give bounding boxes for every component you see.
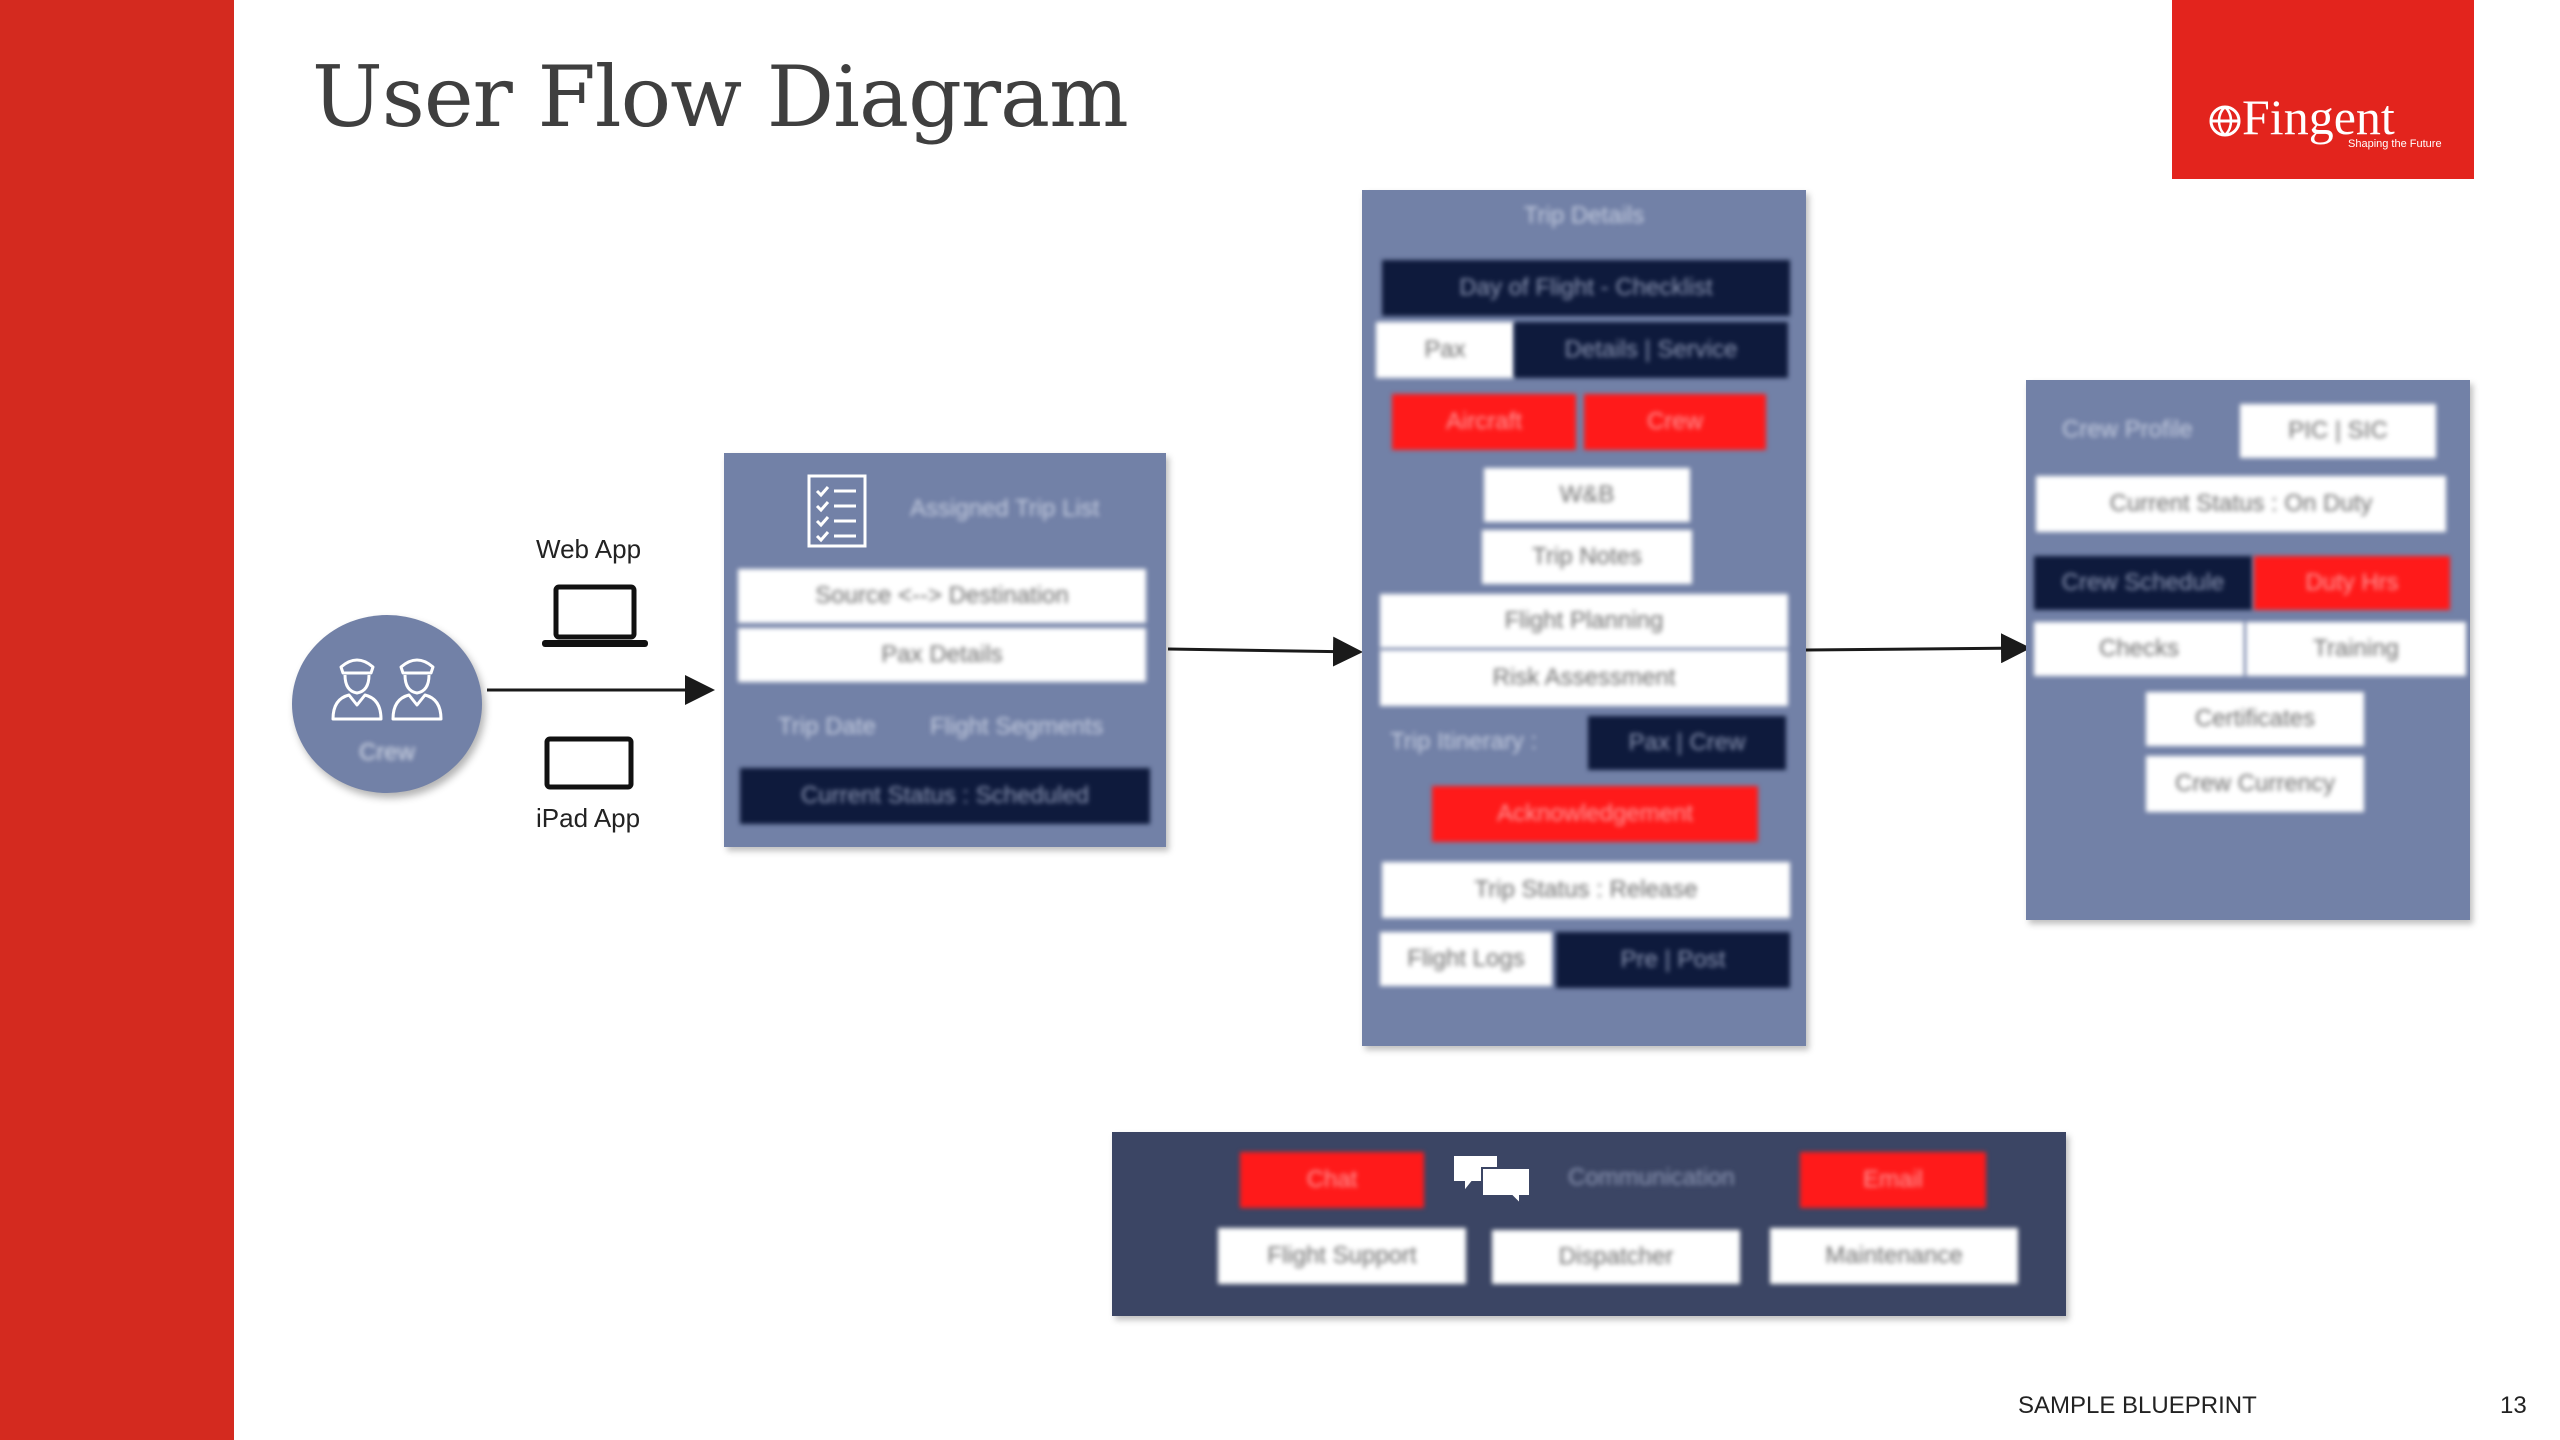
web-app-label: Web App bbox=[536, 534, 642, 564]
sidebar-bar bbox=[0, 0, 234, 1440]
trip-itinerary-text: Trip Itinerary : bbox=[1390, 728, 1538, 755]
certificates-chip[interactable]: Certificates bbox=[2146, 692, 2364, 746]
pre-post-chip[interactable]: Pre | Post bbox=[1556, 932, 1790, 988]
pax-details-chip[interactable]: Pax Details bbox=[738, 628, 1146, 682]
flight-segments-text: Flight Segments bbox=[930, 713, 1104, 740]
risk-assessment-chip[interactable]: Risk Assessment bbox=[1380, 650, 1788, 706]
footer-label: SAMPLE BLUEPRINT bbox=[2018, 1392, 2257, 1419]
chat-chip[interactable]: Chat bbox=[1240, 1152, 1424, 1208]
details-service-chip[interactable]: Details | Service bbox=[1514, 322, 1788, 378]
laptop-icon bbox=[542, 584, 648, 647]
crew-node: Crew bbox=[292, 615, 482, 793]
flight-logs-chip[interactable]: Flight Logs bbox=[1380, 932, 1552, 986]
crew-chip[interactable]: Crew bbox=[1584, 394, 1766, 450]
crew-currency-chip[interactable]: Crew Currency bbox=[2146, 756, 2364, 812]
page-number: 13 bbox=[2500, 1392, 2527, 1419]
pax-crew-chip[interactable]: Pax | Crew bbox=[1588, 716, 1786, 770]
pilots-icon bbox=[331, 658, 443, 721]
current-status-chip: Current Status : Scheduled bbox=[740, 768, 1150, 824]
slide-title: User Flow Diagram bbox=[312, 48, 1129, 146]
dispatcher-chip[interactable]: Dispatcher bbox=[1492, 1230, 1740, 1284]
communication-panel: Chat Communication Email Flight Support … bbox=[1112, 1132, 2066, 1316]
trip-details-panel: Trip Details Day of Flight - Checklist P… bbox=[1362, 190, 1806, 1046]
crew-label: Crew bbox=[358, 739, 415, 766]
duty-hrs-chip[interactable]: Duty Hrs bbox=[2254, 556, 2450, 610]
crew-profile-title: Crew Profile bbox=[2062, 416, 2193, 443]
checklist-icon bbox=[807, 474, 867, 548]
checks-chip[interactable]: Checks bbox=[2034, 622, 2244, 676]
email-chip[interactable]: Email bbox=[1800, 1152, 1986, 1208]
training-chip[interactable]: Training bbox=[2246, 622, 2466, 676]
crew-profile-panel: Crew Profile PIC | SIC Current Status : … bbox=[2026, 380, 2470, 920]
brand-logo: Fingent Shaping the Future bbox=[2172, 0, 2474, 179]
brand-name: Fingent bbox=[2242, 89, 2395, 145]
day-of-flight-chip[interactable]: Day of Flight - Checklist bbox=[1382, 260, 1790, 316]
crew-schedule-chip[interactable]: Crew Schedule bbox=[2034, 556, 2252, 610]
globe-icon bbox=[2209, 105, 2241, 137]
source-destination-chip[interactable]: Source <--> Destination bbox=[738, 569, 1146, 623]
brand-tagline: Shaping the Future bbox=[2348, 138, 2442, 150]
trip-list-title: Assigned Trip List bbox=[910, 495, 1100, 522]
trip-details-title: Trip Details bbox=[1523, 202, 1645, 229]
pic-sic-chip[interactable]: PIC | SIC bbox=[2240, 404, 2436, 458]
communication-title: Communication bbox=[1568, 1164, 1735, 1191]
acknowledgement-chip[interactable]: Acknowledgement bbox=[1432, 786, 1758, 842]
flight-support-chip[interactable]: Flight Support bbox=[1218, 1228, 1466, 1284]
chat-bubbles-icon bbox=[1452, 1154, 1531, 1206]
wb-chip[interactable]: W&B bbox=[1484, 468, 1690, 522]
tablet-icon bbox=[544, 736, 634, 790]
trip-date-text: Trip Date bbox=[778, 713, 876, 740]
trip-status-chip: Trip Status : Release bbox=[1382, 862, 1790, 918]
assigned-trip-list-panel: Assigned Trip List Source <--> Destinati… bbox=[724, 453, 1166, 847]
flight-planning-chip[interactable]: Flight Planning bbox=[1380, 594, 1788, 648]
current-status-on-duty-chip: Current Status : On Duty bbox=[2036, 476, 2446, 532]
pax-chip[interactable]: Pax bbox=[1376, 322, 1514, 378]
maintenance-chip[interactable]: Maintenance bbox=[1770, 1228, 2018, 1284]
ipad-app-label: iPad App bbox=[536, 803, 641, 833]
aircraft-chip[interactable]: Aircraft bbox=[1392, 394, 1576, 450]
trip-notes-chip[interactable]: Trip Notes bbox=[1482, 530, 1692, 584]
